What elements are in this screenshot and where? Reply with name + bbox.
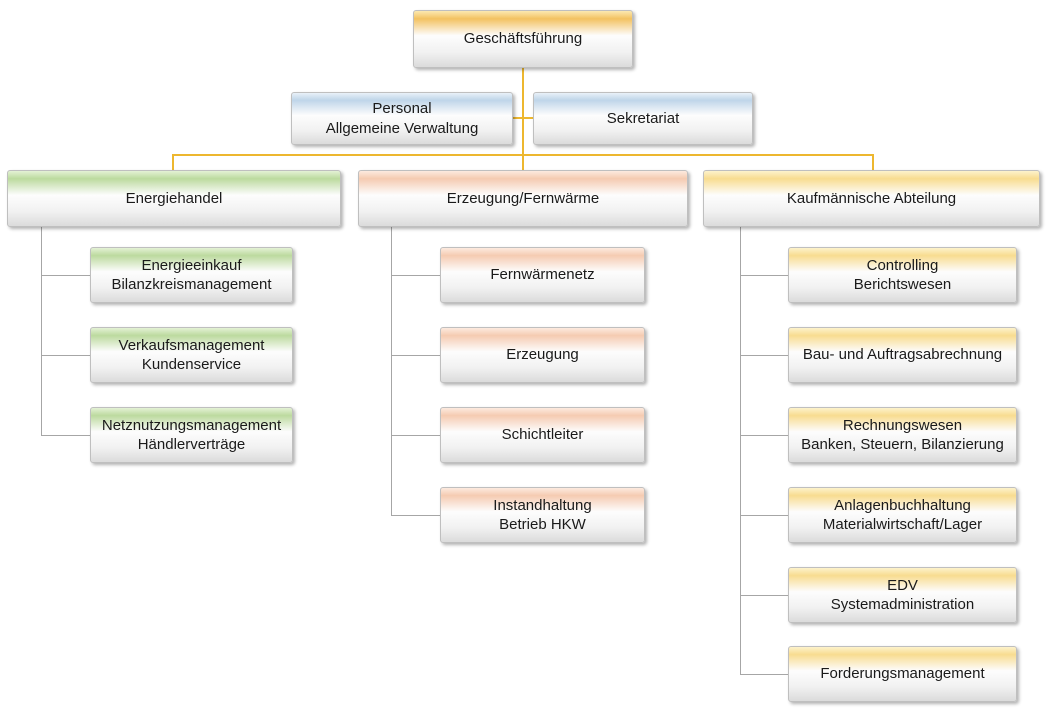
- org-node-kaufmaennische-abteilung: Kaufmännische Abteilung: [703, 170, 1040, 227]
- primary-connector-horizontal: [513, 117, 533, 119]
- secondary-connector-horizontal: [41, 275, 90, 276]
- secondary-connector-vertical: [41, 227, 42, 435]
- secondary-connector-horizontal: [41, 435, 90, 436]
- org-node-fernwaermenetz: Fernwärmenetz: [440, 247, 645, 303]
- org-node-label: Forderungsmanagement: [820, 665, 985, 683]
- secondary-connector-horizontal: [391, 435, 440, 436]
- org-node-label: Schichtleiter: [501, 426, 584, 444]
- secondary-connector-horizontal: [391, 355, 440, 356]
- secondary-connector-horizontal: [740, 355, 788, 356]
- org-node-erzeugung: Erzeugung: [440, 327, 645, 383]
- org-node-bau-und-auftragsabrechnung: Bau- und Auftragsabrechnung: [788, 327, 1017, 383]
- org-node-label: Geschäftsführung: [463, 30, 583, 48]
- org-node-label: Kaufmännische Abteilung: [786, 189, 957, 207]
- org-node-energiehandel: Energiehandel: [7, 170, 341, 227]
- org-node-label: Erzeugung/Fernwärme: [446, 189, 600, 207]
- secondary-connector-horizontal: [740, 674, 788, 675]
- org-node-erzeugung-fernwaerme: Erzeugung/Fernwärme: [358, 170, 688, 227]
- org-node-sekretariat: Sekretariat: [533, 92, 753, 145]
- primary-connector-vertical: [522, 68, 524, 170]
- org-node-label: Energiehandel: [125, 189, 223, 207]
- primary-connector-vertical: [172, 154, 174, 170]
- org-node-geschaeftsfuehrung: Geschäftsführung: [413, 10, 633, 68]
- secondary-connector-vertical: [740, 227, 741, 674]
- secondary-connector-horizontal: [740, 275, 788, 276]
- secondary-connector-horizontal: [41, 355, 90, 356]
- org-node-label: Fernwärmenetz: [490, 266, 595, 284]
- secondary-connector-horizontal: [740, 595, 788, 596]
- org-node-label: Erzeugung: [506, 346, 579, 364]
- org-node-label: Bau- und Auftragsabrechnung: [802, 346, 1003, 364]
- org-node-label: Sekretariat: [606, 109, 680, 127]
- primary-connector-horizontal: [172, 154, 874, 156]
- secondary-connector-horizontal: [740, 435, 788, 436]
- secondary-connector-horizontal: [740, 515, 788, 516]
- primary-connector-vertical: [872, 154, 874, 170]
- secondary-connector-horizontal: [391, 515, 440, 516]
- secondary-connector-horizontal: [391, 275, 440, 276]
- org-node-schichtleiter: Schichtleiter: [440, 407, 645, 463]
- org-node-forderungsmanagement: Forderungsmanagement: [788, 646, 1017, 702]
- secondary-connector-vertical: [391, 227, 392, 515]
